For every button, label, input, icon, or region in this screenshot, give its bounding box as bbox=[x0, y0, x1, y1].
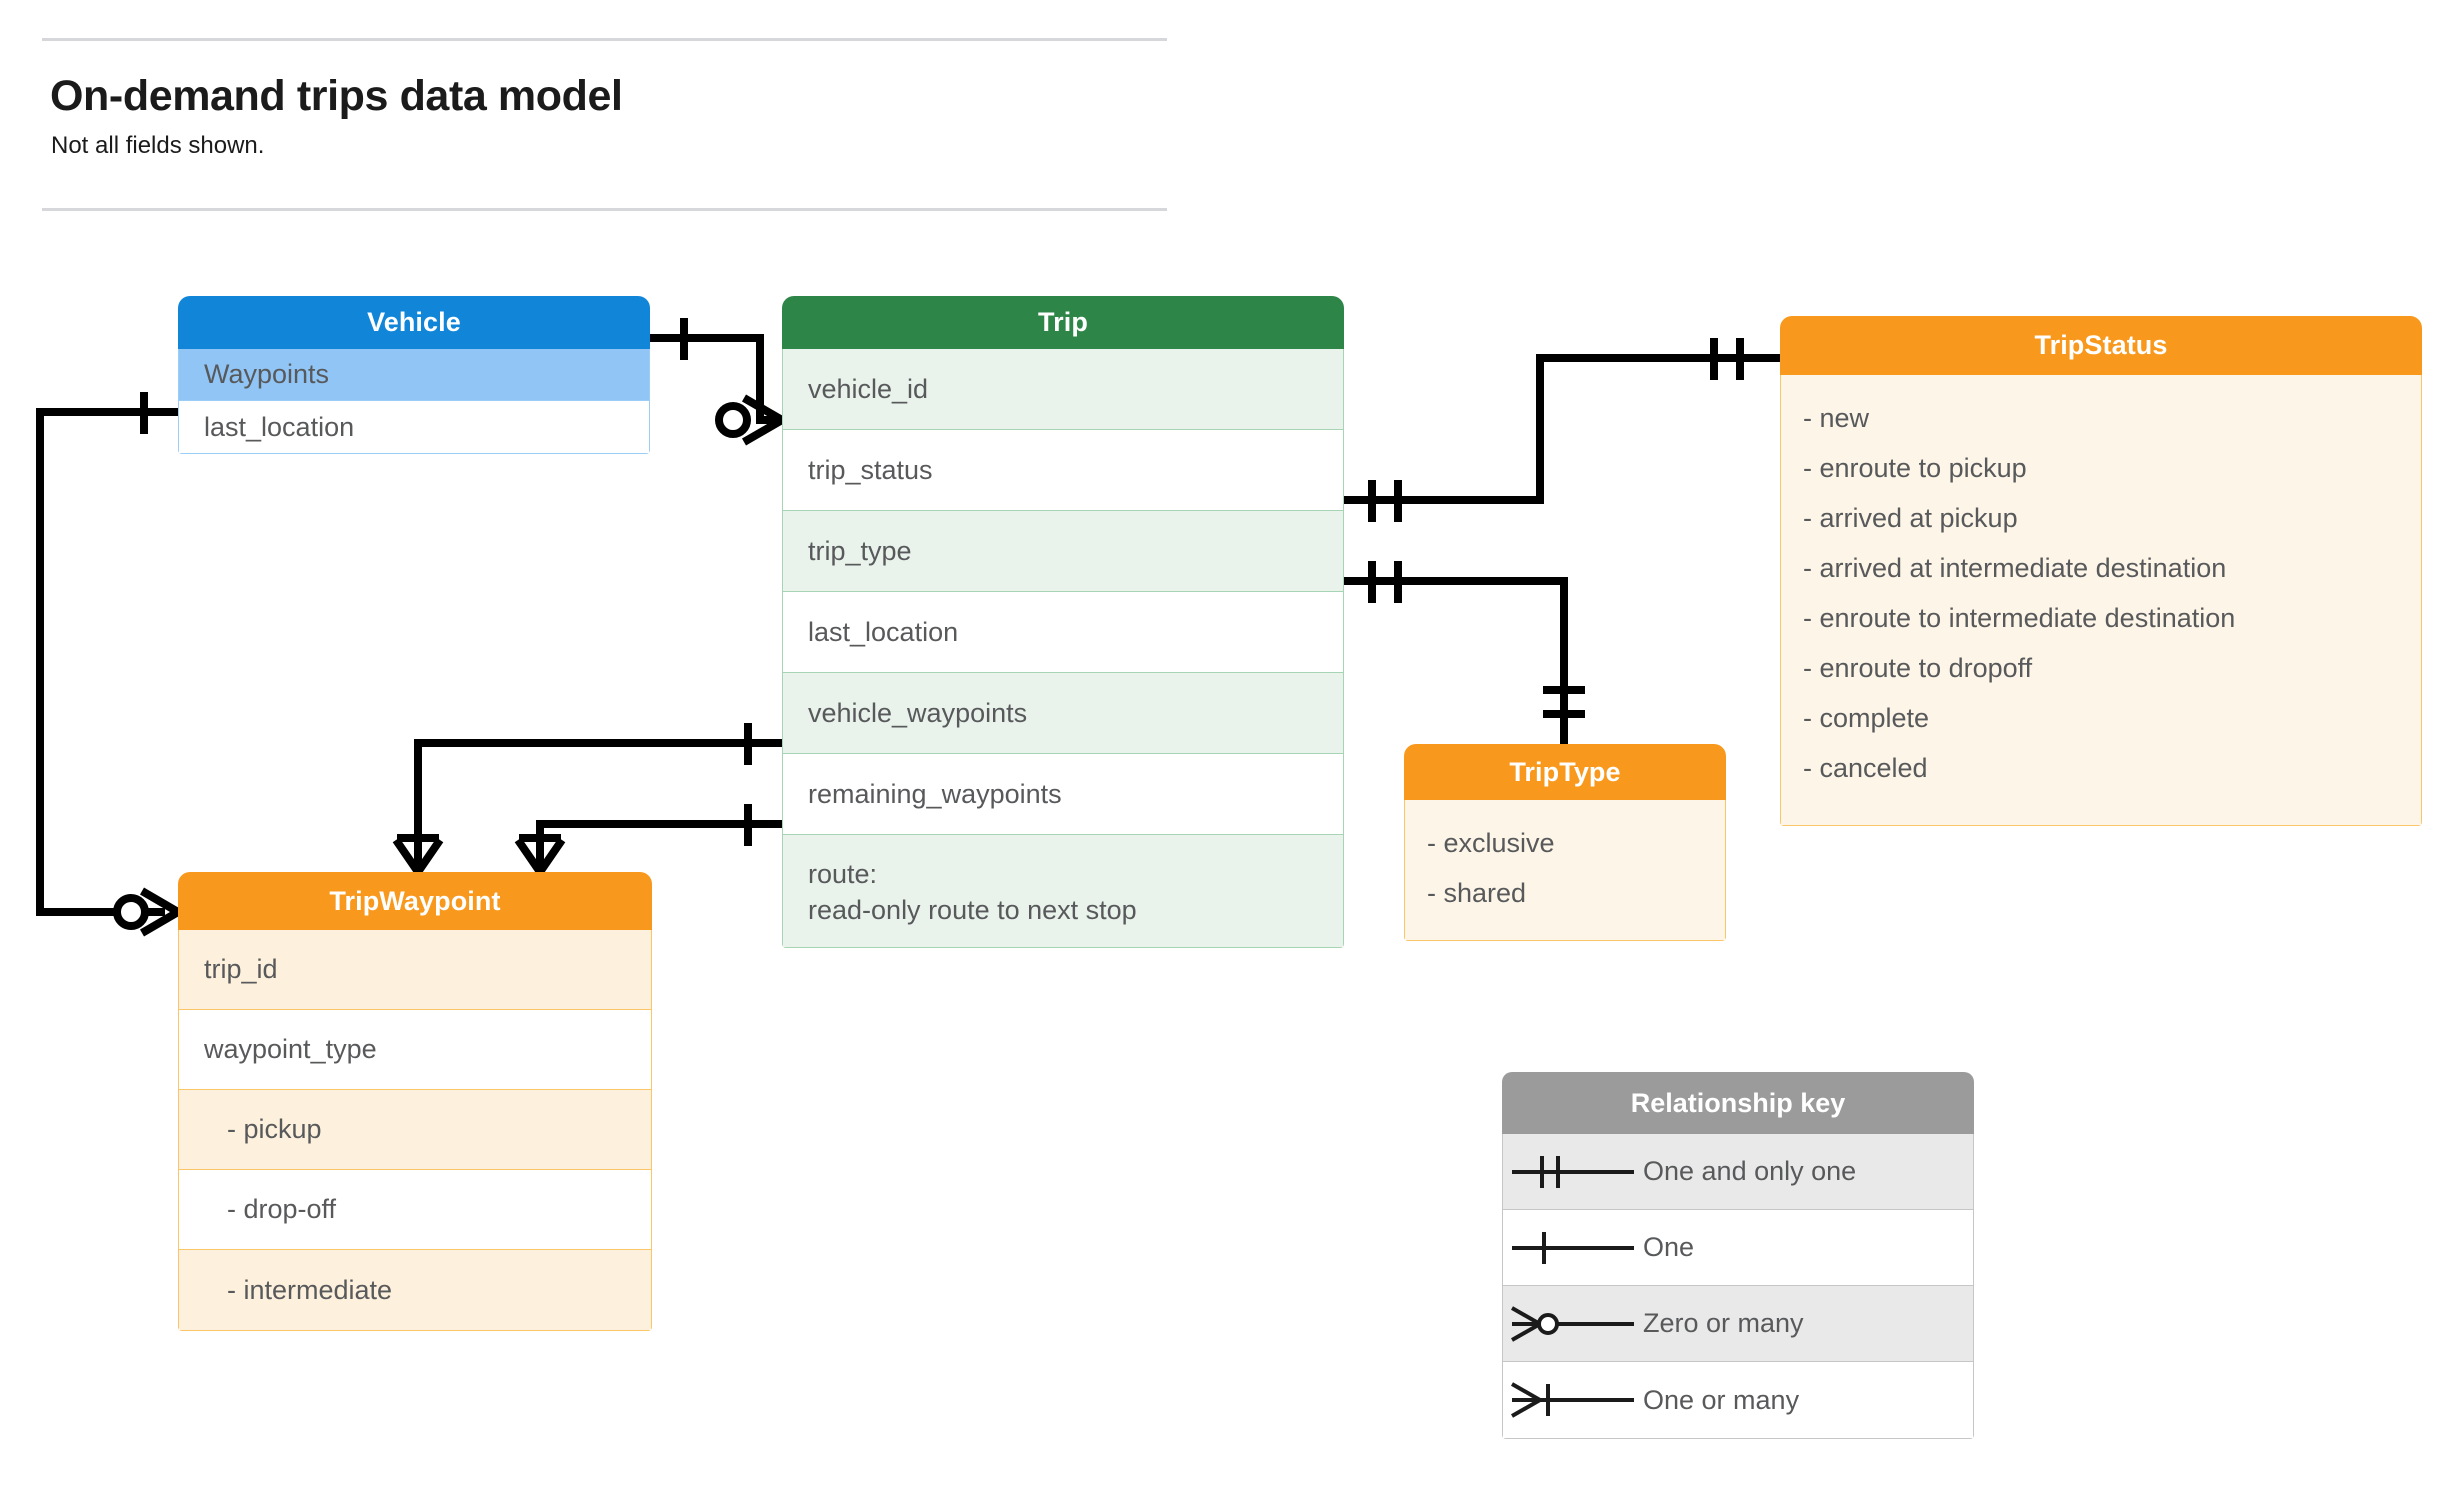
relationship-key-rows: One and only one One bbox=[1502, 1134, 1974, 1439]
entity-triptype-values: - exclusive - shared bbox=[1404, 800, 1726, 941]
one-or-many-icon bbox=[1503, 1374, 1643, 1426]
enum-tripstatus-enroute-to-pickup: - enroute to pickup bbox=[1803, 452, 2027, 483]
entity-vehicle-title: Vehicle bbox=[178, 296, 650, 349]
field-trip-route-label: route: bbox=[808, 859, 878, 889]
page-title: On-demand trips data model bbox=[50, 72, 623, 120]
enum-triptype-shared: - shared bbox=[1427, 877, 1527, 908]
enum-tripstatus-arrived-at-pickup: - arrived at pickup bbox=[1803, 502, 2018, 533]
field-trip-vehicle-id[interactable]: vehicle_id bbox=[783, 349, 1343, 430]
legend-row-one: One bbox=[1503, 1210, 1973, 1286]
relationship-key[interactable]: Relationship key One and only one bbox=[1502, 1072, 1974, 1439]
enum-tripstatus-canceled: - canceled bbox=[1803, 752, 1928, 783]
legend-row-zero-or-many: Zero or many bbox=[1503, 1286, 1973, 1362]
field-tripwaypoint-trip-id[interactable]: trip_id bbox=[179, 930, 651, 1010]
field-trip-last-location[interactable]: last_location bbox=[783, 592, 1343, 673]
entity-vehicle-fields: Waypoints last_location bbox=[178, 349, 650, 454]
entity-tripwaypoint-fields: trip_id waypoint_type - pickup - drop-of… bbox=[178, 930, 652, 1331]
legend-row-one-and-only-one: One and only one bbox=[1503, 1134, 1973, 1210]
entity-tripstatus-values: - new - enroute to pickup - arrived at p… bbox=[1780, 375, 2422, 826]
legend-label-one: One bbox=[1643, 1232, 1695, 1262]
zero-or-many-icon bbox=[1503, 1298, 1643, 1350]
entity-trip-fields: vehicle_id trip_status trip_type last_lo… bbox=[782, 349, 1344, 948]
legend-label-zero-or-many: Zero or many bbox=[1643, 1308, 1804, 1338]
field-vehicle-last-location[interactable]: last_location bbox=[179, 401, 649, 453]
field-trip-remaining-waypoints[interactable]: remaining_waypoints bbox=[783, 754, 1343, 835]
legend-label-one-or-many: One or many bbox=[1643, 1384, 1800, 1415]
entity-trip[interactable]: Trip vehicle_id trip_status trip_type la… bbox=[782, 296, 1344, 948]
field-tripwaypoint-waypoint-type[interactable]: waypoint_type bbox=[179, 1010, 651, 1090]
divider-top bbox=[42, 38, 1167, 41]
one-icon bbox=[1503, 1222, 1643, 1274]
relationship-key-title: Relationship key bbox=[1502, 1072, 1974, 1134]
entity-tripwaypoint-title: TripWaypoint bbox=[178, 872, 652, 930]
entity-triptype-title: TripType bbox=[1404, 744, 1726, 800]
field-trip-trip-status[interactable]: trip_status bbox=[783, 430, 1343, 511]
enum-waypoint-type-intermediate: - intermediate bbox=[179, 1250, 651, 1330]
field-vehicle-waypoints[interactable]: Waypoints bbox=[179, 349, 649, 401]
enum-waypoint-type-dropoff: - drop-off bbox=[179, 1170, 651, 1250]
entity-tripwaypoint[interactable]: TripWaypoint trip_id waypoint_type - pic… bbox=[178, 872, 652, 1331]
legend-row-one-or-many: One or many bbox=[1503, 1362, 1973, 1438]
enum-tripstatus-arrived-at-intermediate: - arrived at intermediate destination bbox=[1803, 552, 2227, 583]
enum-tripstatus-enroute-to-dropoff: - enroute to dropoff bbox=[1803, 652, 2033, 683]
one-and-only-one-icon bbox=[1503, 1146, 1643, 1198]
entity-triptype[interactable]: TripType - exclusive - shared bbox=[1404, 744, 1726, 941]
field-trip-trip-type[interactable]: trip_type bbox=[783, 511, 1343, 592]
legend-label-one-and-only-one: One and only one bbox=[1643, 1156, 1857, 1186]
field-trip-vehicle-waypoints[interactable]: vehicle_waypoints bbox=[783, 673, 1343, 754]
entity-tripstatus-title: TripStatus bbox=[1780, 316, 2422, 375]
field-trip-route-note: read-only route to next stop bbox=[808, 894, 1137, 925]
entity-vehicle[interactable]: Vehicle Waypoints last_location bbox=[178, 296, 650, 454]
field-trip-route[interactable]: route: read-only route to next stop bbox=[783, 835, 1343, 947]
page-subtitle: Not all fields shown. bbox=[51, 132, 265, 159]
entity-trip-title: Trip bbox=[782, 296, 1344, 349]
divider-bottom bbox=[42, 208, 1167, 211]
enum-tripstatus-enroute-to-intermediate: - enroute to intermediate destination bbox=[1803, 602, 2236, 633]
entity-tripstatus[interactable]: TripStatus - new - enroute to pickup - a… bbox=[1780, 316, 2422, 826]
enum-tripstatus-new: - new bbox=[1803, 402, 1870, 433]
enum-triptype-exclusive: - exclusive bbox=[1427, 827, 1555, 858]
enum-waypoint-type-pickup: - pickup bbox=[179, 1090, 651, 1170]
enum-tripstatus-complete: - complete bbox=[1803, 702, 1930, 733]
